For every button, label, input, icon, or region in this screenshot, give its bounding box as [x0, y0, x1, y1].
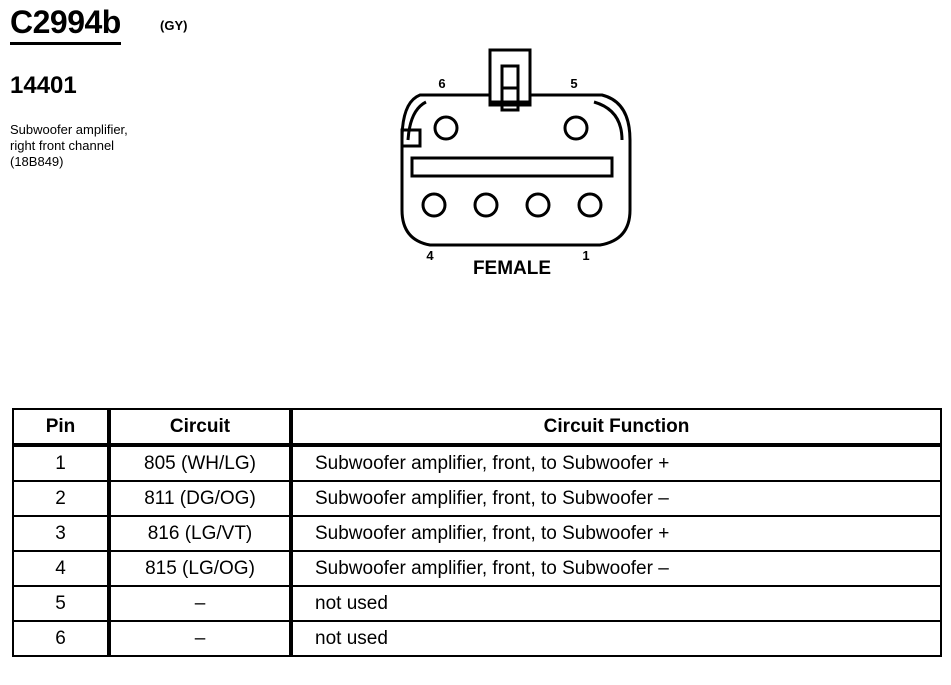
cell-pin: 1 [12, 444, 111, 482]
description-line: right front channel [10, 138, 115, 153]
cell-function: Subwoofer amplifier, front, to Subwoofer… [290, 480, 942, 517]
locking-tab [488, 48, 532, 107]
gender-label: FEMALE [473, 258, 551, 279]
cell-pin: 5 [12, 585, 111, 622]
table-row: 2 811 (DG/OG) Subwoofer amplifier, front… [12, 480, 942, 517]
table-row: 5 – not used [12, 585, 942, 622]
cell-pin: 2 [12, 480, 111, 517]
cell-circuit: 811 (DG/OG) [108, 480, 293, 517]
description-line: (18B849) [10, 154, 64, 169]
pin-cavity-5 [563, 115, 589, 141]
connector-color: (GY) [160, 18, 188, 33]
cell-function: not used [290, 585, 942, 622]
header-circuit-function: Circuit Function [290, 408, 942, 446]
part-number: 14401 [10, 72, 77, 99]
cell-circuit: – [108, 585, 293, 622]
connector-diagram: 6 5 4 1 FEMALE [400, 48, 632, 279]
cell-pin: 6 [12, 620, 111, 657]
table-header-row: Pin Circuit Circuit Function [12, 408, 942, 446]
cell-circuit: – [108, 620, 293, 657]
cell-function: Subwoofer amplifier, front, to Subwoofer… [290, 444, 942, 482]
center-slot [410, 156, 614, 178]
pin-table: Pin Circuit Circuit Function 1 805 (WH/L… [12, 408, 942, 657]
description-line: Subwoofer amplifier, [10, 122, 128, 137]
cell-circuit: 815 (LG/OG) [108, 550, 293, 587]
pin-label-5: 5 [570, 76, 577, 91]
pin-label-4: 4 [426, 248, 434, 263]
header-pin: Pin [12, 408, 111, 446]
connector-inner-outline [406, 100, 624, 141]
cell-function: not used [290, 620, 942, 657]
pin-cavity-6 [433, 115, 459, 141]
pin-label-1: 1 [582, 248, 589, 263]
pin-cavity-1 [577, 192, 603, 218]
pin-label-6: 6 [438, 76, 445, 91]
cell-circuit: 816 (LG/VT) [108, 515, 293, 552]
cell-function: Subwoofer amplifier, front, to Subwoofer… [290, 550, 942, 587]
table-row: 4 815 (LG/OG) Subwoofer amplifier, front… [12, 550, 942, 587]
table-row: 6 – not used [12, 620, 942, 657]
table-row: 3 816 (LG/VT) Subwoofer amplifier, front… [12, 515, 942, 552]
cell-circuit: 805 (WH/LG) [108, 444, 293, 482]
cell-pin: 3 [12, 515, 111, 552]
header-circuit: Circuit [108, 408, 293, 446]
key-notch [400, 128, 422, 148]
table-row: 1 805 (WH/LG) Subwoofer amplifier, front… [12, 444, 942, 482]
connector-housing [400, 93, 632, 247]
pin-cavity-3 [473, 192, 499, 218]
pin-cavity-2 [525, 192, 551, 218]
connector-description: Subwoofer amplifier, right front channel… [10, 122, 210, 170]
pin-cavity-4 [421, 192, 447, 218]
cell-pin: 4 [12, 550, 111, 587]
cell-function: Subwoofer amplifier, front, to Subwoofer… [290, 515, 942, 552]
connector-id: C2994b [10, 4, 121, 45]
